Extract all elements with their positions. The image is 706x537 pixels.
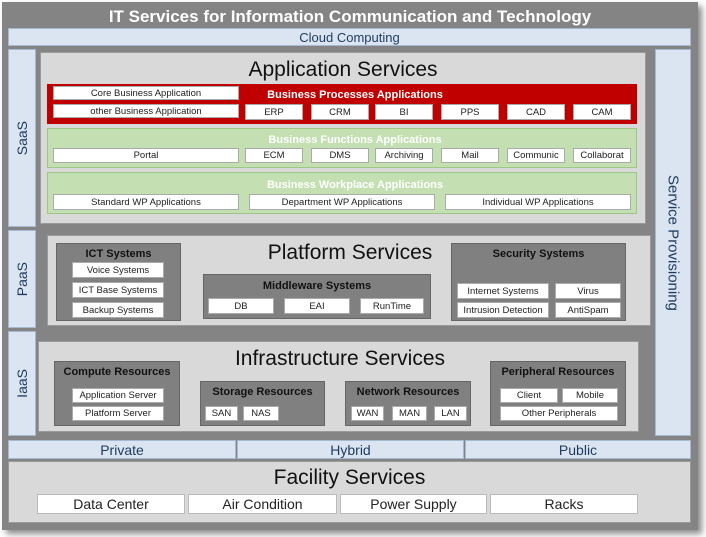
peripheral-resources-title: Peripheral Resources xyxy=(501,366,615,378)
network-item: MAN xyxy=(392,406,427,421)
deployment-private: Private xyxy=(8,440,236,459)
business-processes-title: Business Processes Applications xyxy=(267,89,443,101)
business-functions-title: Business Functions Applications xyxy=(268,134,442,146)
diagram-title: IT Services for Information Communicatio… xyxy=(108,7,592,26)
workplace-app-item: Standard WP Applications xyxy=(53,194,239,210)
security-item: Internet Systems xyxy=(457,283,549,299)
function-app-item: Mail xyxy=(441,148,499,163)
compute-item: Application Server xyxy=(72,388,164,403)
infrastructure-services-title: Infrastructure Services xyxy=(234,347,446,370)
ict-system-item: ICT Base Systems xyxy=(72,282,164,298)
saas-label-box: SaaS xyxy=(8,49,36,227)
function-app-item: ECM xyxy=(245,148,303,163)
process-app-item: BI xyxy=(375,104,433,120)
ict-system-item: Backup Systems xyxy=(72,302,164,318)
application-services-title: Application Services xyxy=(248,58,438,81)
function-app-item: Collaborat xyxy=(573,148,631,163)
deployment-public: Public xyxy=(465,440,691,459)
core-business-application: Core Business Application xyxy=(53,86,239,100)
storage-item: NAS xyxy=(243,406,279,421)
security-systems-title: Security Systems xyxy=(492,248,585,260)
workplace-app-item: Individual WP Applications xyxy=(445,194,631,210)
storage-item: SAN xyxy=(205,406,238,421)
storage-resources-title: Storage Resources xyxy=(212,386,313,398)
network-resources-title: Network Resources xyxy=(356,386,460,398)
peripheral-item: Client xyxy=(500,388,558,403)
middleware-item: EAI xyxy=(284,298,350,314)
process-app-item: CAM xyxy=(573,104,631,120)
facility-item-data-center: Data Center xyxy=(37,494,185,514)
process-app-item: ERP xyxy=(245,104,303,120)
function-app-item: Communic xyxy=(507,148,565,163)
business-workplace-title: Business Workplace Applications xyxy=(266,179,444,191)
platform-services-title: Platform Services xyxy=(267,241,433,264)
facility-item-power-supply: Power Supply xyxy=(340,494,487,514)
service-provisioning-label: Service Provisioning xyxy=(664,174,682,311)
function-app-item: Archiving xyxy=(375,148,433,163)
process-app-item: CRM xyxy=(311,104,369,120)
cloud-computing-bar: Cloud Computing xyxy=(8,28,691,46)
function-app-item: DMS xyxy=(311,148,369,163)
middleware-item: RunTime xyxy=(360,298,424,314)
deployment-hybrid: Hybrid xyxy=(237,440,464,459)
network-item: LAN xyxy=(434,406,467,421)
facility-item-air-condition: Air Condition xyxy=(188,494,337,514)
ict-systems-title: ICT Systems xyxy=(85,248,152,260)
workplace-app-item: Department WP Applications xyxy=(249,194,435,210)
peripheral-item: Other Peripherals xyxy=(500,406,618,421)
security-item: Virus xyxy=(555,283,621,299)
ict-system-item: Voice Systems xyxy=(72,262,164,278)
compute-resources-title: Compute Resources xyxy=(63,366,171,378)
middleware-systems-title: Middleware Systems xyxy=(262,280,372,292)
paas-label-box: PaaS xyxy=(8,230,36,328)
iaas-label-box: IaaS xyxy=(8,331,36,436)
function-app-item: Portal xyxy=(53,148,239,163)
service-provisioning-box: Service Provisioning xyxy=(655,49,691,436)
paas-label: PaaS xyxy=(14,261,30,297)
process-app-item: PPS xyxy=(441,104,499,120)
middleware-item: DB xyxy=(208,298,274,314)
security-item: AntiSpam xyxy=(555,302,621,318)
network-item: WAN xyxy=(351,406,384,421)
saas-label: SaaS xyxy=(14,120,30,156)
peripheral-item: Mobile xyxy=(562,388,618,403)
iaas-label: IaaS xyxy=(14,369,30,398)
security-item: Intrusion Detection xyxy=(457,302,549,318)
other-business-application: other Business Application xyxy=(53,104,239,118)
process-app-item: CAD xyxy=(507,104,565,120)
facility-item-racks: Racks xyxy=(490,494,638,514)
compute-item: Platform Server xyxy=(72,406,164,421)
facility-services-title: Facility Services xyxy=(273,466,426,489)
